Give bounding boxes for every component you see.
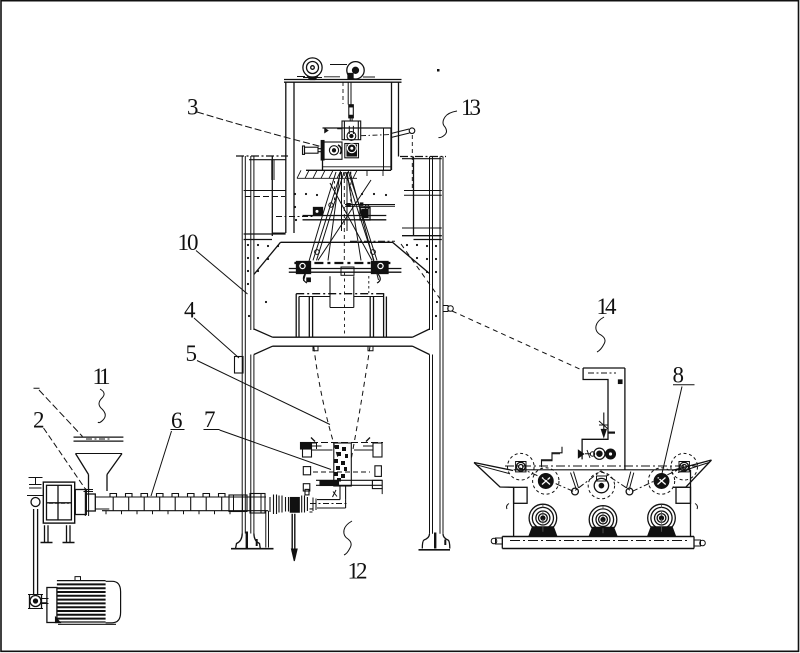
svg-text:3: 3: [187, 95, 199, 120]
svg-text:12: 12: [348, 559, 368, 584]
svg-text:5: 5: [186, 341, 198, 366]
svg-text:10: 10: [178, 230, 199, 255]
svg-text:11: 11: [93, 364, 111, 389]
svg-text:7: 7: [204, 407, 216, 432]
svg-text:6: 6: [171, 408, 183, 433]
svg-text:2: 2: [33, 408, 45, 433]
svg-text:13: 13: [461, 95, 481, 120]
svg-text:14: 14: [597, 294, 618, 319]
svg-text:8: 8: [673, 363, 685, 388]
svg-text:4: 4: [184, 298, 196, 323]
